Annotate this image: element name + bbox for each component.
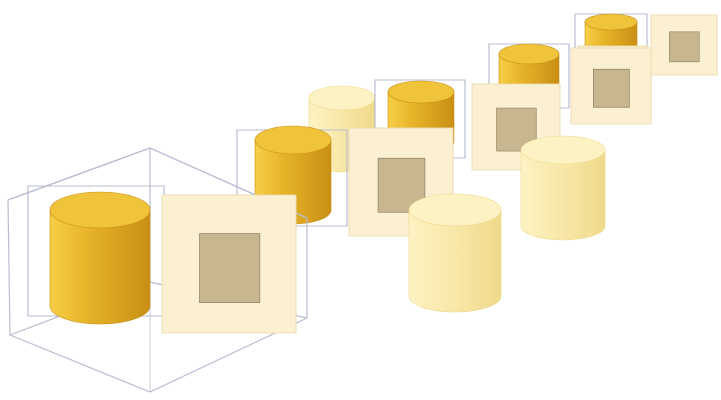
notched-cube	[161, 194, 297, 334]
solid-cylinder	[254, 125, 332, 225]
notched-cube	[650, 14, 718, 76]
pale-cylinder	[408, 193, 502, 313]
pale-cylinder	[520, 135, 606, 241]
solid-cylinder	[49, 191, 151, 325]
notched-cube	[570, 47, 652, 125]
